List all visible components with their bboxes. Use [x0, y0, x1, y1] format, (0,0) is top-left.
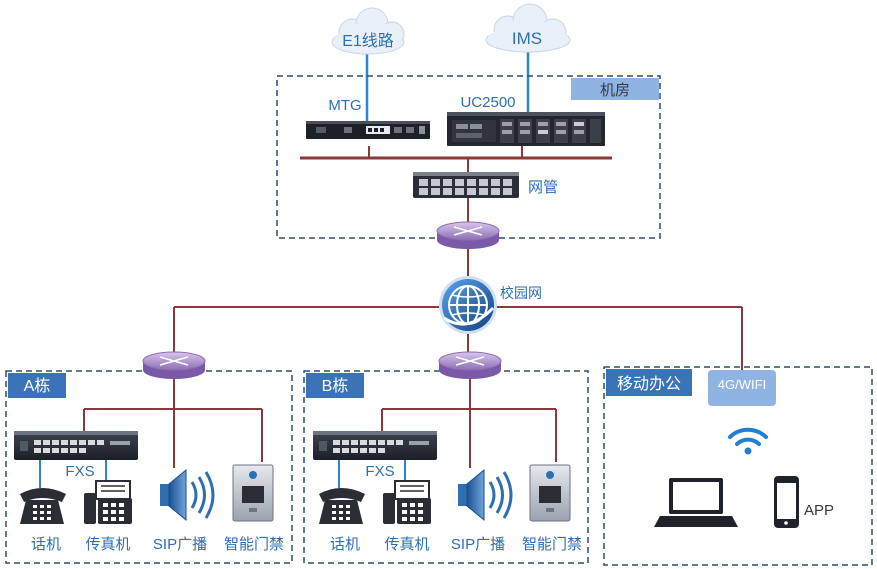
- laptop-icon: [654, 478, 738, 527]
- building-b-device-fax: 传真机: [384, 535, 429, 553]
- building-a-fax-icon: [84, 480, 132, 524]
- building-a-router-icon: [142, 351, 206, 379]
- building-b-router-icon: [438, 351, 502, 379]
- building-a-fxs-switch: [14, 431, 138, 460]
- building-b-device-access: 智能门禁: [522, 535, 582, 553]
- cloud-ims: IMS: [485, 3, 571, 53]
- mobile-office-tag-label: 移动办公: [617, 375, 681, 393]
- management-label: 网管: [528, 179, 558, 196]
- building-b-tag-label: B栋: [322, 377, 349, 395]
- uc-label: UC2500: [460, 94, 515, 111]
- building-a-device-access: 智能门禁: [224, 535, 284, 553]
- building-a-fxs-label: FXS: [65, 463, 94, 480]
- machine-room-area: 机房 MTG UC2500: [276, 75, 661, 249]
- machine-room-tag: [571, 78, 659, 100]
- building-a-telephone-icon: [20, 488, 66, 524]
- smartphone-icon: [774, 476, 799, 528]
- building-b-device-broadcast: SIP广播: [451, 536, 505, 553]
- cloud-e1-label: E1线路: [342, 32, 394, 50]
- machine-room-tag-label: 机房: [600, 82, 630, 99]
- building-b-area: B栋 FXS: [303, 351, 589, 564]
- network-tag: [708, 370, 776, 406]
- campus-network-label: 校园网: [500, 285, 542, 301]
- app-label: APP: [804, 502, 834, 519]
- cloud-e1: E1线路: [331, 7, 405, 55]
- mobile-office-area: 移动办公 4G/WIFI APP: [603, 366, 873, 566]
- building-a-device-phone: 话机: [31, 536, 61, 553]
- wifi-icon: [728, 427, 768, 455]
- building-b-tag: [306, 373, 364, 398]
- management-server: [413, 172, 519, 198]
- uc2500-device: [447, 112, 605, 146]
- cloud-ims-label: IMS: [512, 29, 542, 48]
- mobile-office-tag: [606, 369, 692, 396]
- building-a-access-control-icon: [232, 464, 274, 522]
- building-a-tag: [8, 373, 66, 398]
- building-b-fxs-label: FXS: [365, 463, 394, 480]
- mtg-device: [306, 121, 430, 139]
- building-a-device-fax: 传真机: [85, 535, 130, 553]
- building-a-speaker-icon: [160, 468, 215, 522]
- building-a-device-broadcast: SIP广播: [153, 536, 207, 553]
- campus-network-icon: [439, 276, 497, 334]
- building-b-telephone-icon: [319, 488, 365, 524]
- mtg-label: MTG: [328, 97, 361, 114]
- building-a-tag-label: A栋: [24, 377, 51, 395]
- building-b-fax-icon: [383, 480, 431, 524]
- network-tag-label: 4G/WIFI: [718, 377, 766, 392]
- building-b-access-control-icon: [529, 464, 571, 522]
- building-b-speaker-icon: [458, 468, 513, 522]
- building-b-device-phone: 话机: [330, 536, 360, 553]
- room-router-icon: [436, 221, 500, 249]
- links: [39, 42, 743, 488]
- building-b-fxs-switch: [313, 431, 437, 460]
- building-a-area: A栋 FXS: [5, 351, 293, 564]
